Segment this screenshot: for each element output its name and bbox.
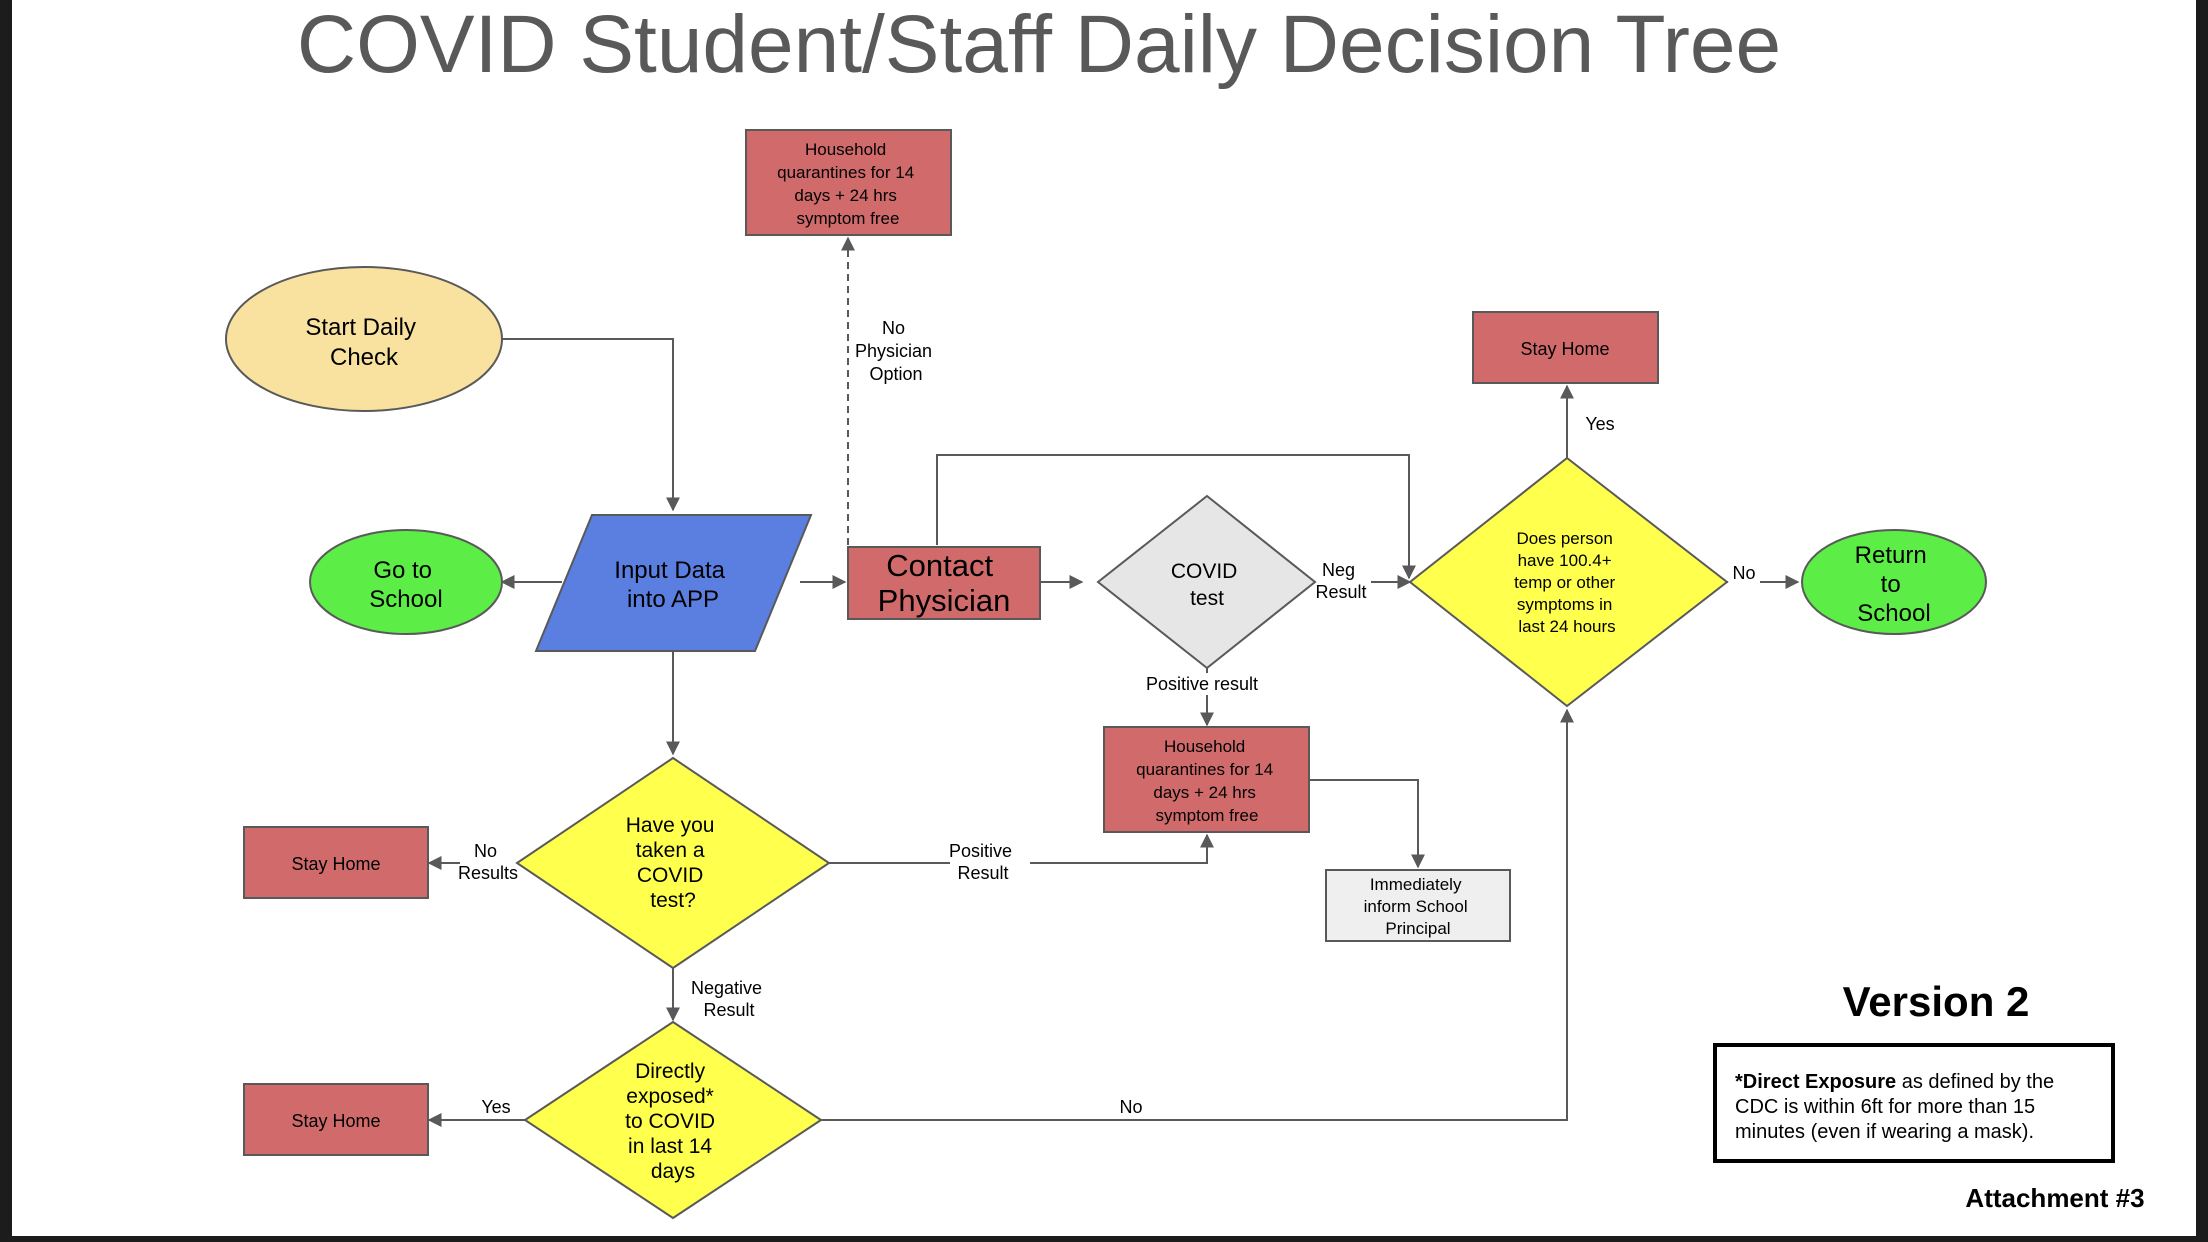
node-household-quarantine-top: Household quarantines for 14 days + 24 h… [745,129,952,236]
svg-text:Directly exposed*: Directly exposed* to COVID in last 14 da… [625,1060,721,1183]
label-yes-exposed: Yes [481,1097,510,1117]
node-household-quarantine-mid: Household quarantines for 14 days + 24 h… [1103,726,1310,833]
node-stay-home-bot: Stay Home [243,1083,429,1156]
direct-exposure-note: *Direct Exposure as defined by the CDC i… [1713,1043,2115,1163]
decision-tree-diagram: COVID Student/Staff Daily Decision Tree [225,0,2145,1220]
attachment-label: Attachment #3 [1965,1183,2144,1213]
svg-text:Household quarantines fo: Household quarantines for 14 days + 24 h… [1136,737,1278,825]
svg-text:Contact Physician: Contact Physician [878,548,1011,618]
label-no-exposed: No [1119,1097,1142,1117]
node-go-to-school: Go to School [309,529,503,635]
node-input-data-into-app: Input Data into APP [534,514,813,652]
label-yes-stay-home: Yes [1585,414,1614,434]
node-contact-physician: Contact Physician [847,546,1041,620]
label-no-results: No Results [458,841,518,883]
edge-label-backgrounds [460,560,1760,1118]
svg-text:Does person have 100.4+: Does person have 100.4+ temp or other sy… [1514,529,1620,636]
version-label: Version 2 [1843,978,2030,1025]
label-positive-result-test: Positive result [1146,674,1258,694]
svg-text:Go to School: Go to School [369,557,442,613]
svg-text:COVID test: COVID test [1171,560,1243,610]
edge-exposed-no [821,708,1574,1121]
node-inform-principal: Immediately inform School Principal [1325,869,1511,942]
svg-text:Stay Home: Stay Home [291,854,380,874]
node-stay-home-mid: Stay Home [243,826,429,899]
edge-contact-loop-to-symptoms [936,454,1416,580]
label-no-physician-option: No Physician Option [855,318,937,384]
svg-text:Household quarantines fo: Household quarantines for 14 days + 24 h… [777,140,919,228]
slide: COVID Student/Staff Daily Decision Tree [12,0,2196,1236]
label-positive-result: Positive Result [949,841,1017,883]
edge-household-mid-to-inform [1310,779,1425,869]
node-covid-test: COVID test [1096,494,1317,670]
node-symptoms-check: Does person have 100.4+ temp or other sy… [1408,456,1729,708]
page-title: COVID Student/Staff Daily Decision Tree [297,0,1781,90]
node-directly-exposed: Directly exposed* to COVID in last 14 da… [523,1020,823,1220]
svg-text:Immediately inform Schoo: Immediately inform School Principal [1364,875,1473,938]
label-no-return: No [1732,563,1755,583]
svg-text:Start Daily Check: Start Daily Check [305,314,422,371]
node-start-daily-check: Start Daily Check [225,266,503,412]
svg-text:minutes (even if wearing a mas: minutes (even if wearing a mask). [1735,1121,2034,1143]
svg-text:Input Data into APP: Input Data into APP [614,557,731,613]
label-neg-result: Neg Result [1315,560,1366,602]
svg-text:Stay Home: Stay Home [291,1111,380,1131]
node-stay-home-top: Stay Home [1472,311,1659,384]
label-negative-result: Negative Result [691,978,767,1020]
node-taken-covid-test: Have you taken a COVID test? [515,756,831,970]
svg-text:CDC is within 6ft for more tha: CDC is within 6ft for more than 15 [1735,1096,2035,1118]
svg-text:Stay Home: Stay Home [1520,339,1609,359]
node-return-to-school: Return to School [1801,529,1987,635]
edge-start-to-input [502,338,680,512]
svg-text:*Direct Exposure as defined by: *Direct Exposure as defined by the [1735,1071,2054,1093]
edge-labels: No Physician Option Neg Result No Yes Po… [458,318,1756,1117]
svg-text:Return to School: Return to School [1855,542,1934,627]
svg-text:Have you taken a C: Have you taken a COVID test? [626,814,721,912]
